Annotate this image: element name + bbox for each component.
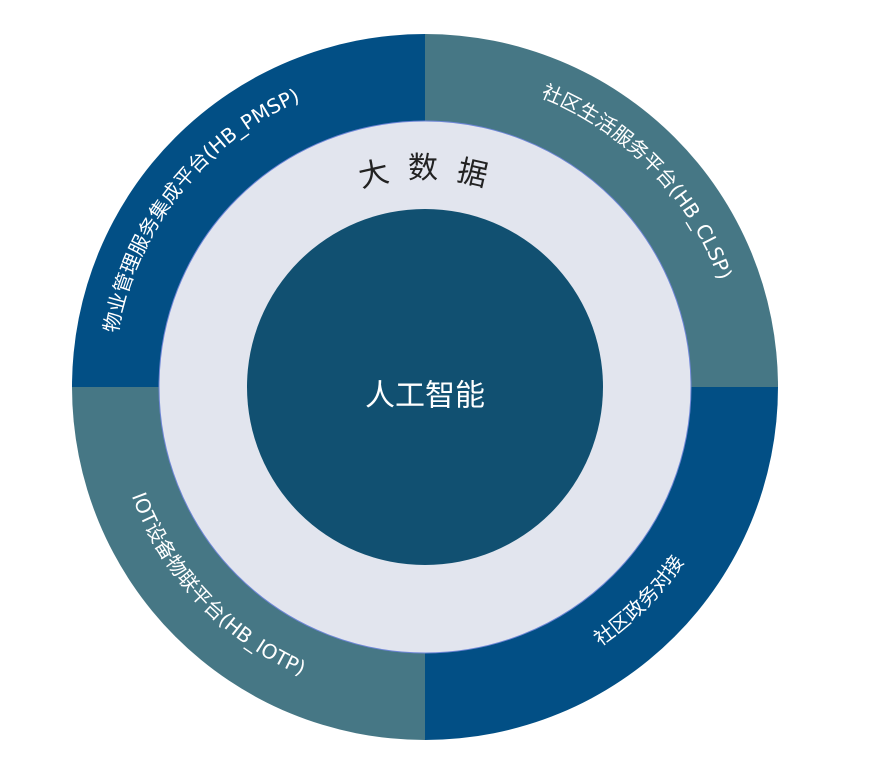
core-circle — [247, 209, 603, 565]
label-ai: 人工智能 — [365, 379, 485, 414]
